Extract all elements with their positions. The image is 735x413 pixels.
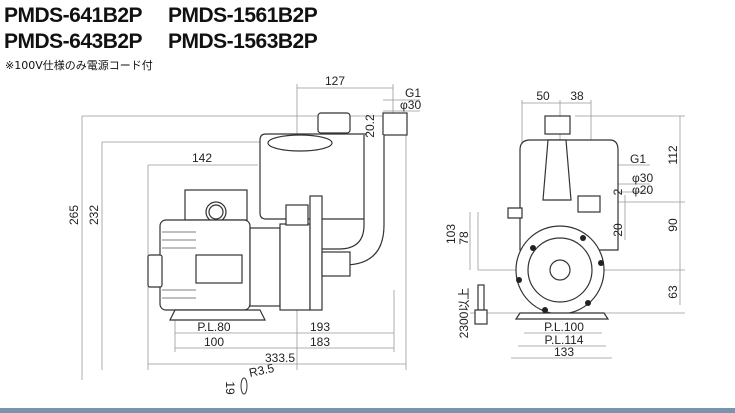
front-view-pump — [474, 115, 619, 325]
model-title-1: PMDS-641B2P — [4, 4, 143, 27]
dim-63: 63 — [666, 285, 680, 299]
dim-103: 103 — [444, 224, 458, 244]
dim-pl100: P.L.100 — [544, 320, 584, 334]
dim-193: 193 — [310, 320, 330, 334]
mounting-slot — [240, 377, 248, 395]
dim-100-side: 100 — [204, 335, 224, 349]
dim-pl80: P.L.80 — [197, 320, 230, 334]
dim-20-front: 20 — [611, 223, 625, 237]
dim-90: 90 — [666, 218, 680, 232]
bolt-heads — [516, 235, 604, 313]
dim-phi30-side: φ30 — [400, 98, 421, 112]
dim-183: 183 — [310, 335, 330, 349]
dim-cord-length: 2300以上 — [457, 288, 471, 339]
dim-phi30-front: φ30 — [632, 171, 653, 185]
dim-127: 127 — [325, 74, 345, 88]
dim-232: 232 — [87, 205, 101, 225]
dim-112: 112 — [666, 145, 680, 164]
dim-38: 38 — [570, 89, 584, 103]
model-title-4: PMDS-1563B2P — [168, 30, 318, 53]
dim-19: 19 — [223, 381, 237, 395]
dim-133: 133 — [554, 345, 574, 359]
dim-78: 78 — [457, 231, 471, 245]
model-title-2: PMDS-1561B2P — [168, 4, 318, 27]
dim-phi20: φ20 — [632, 183, 653, 197]
dim-333-5: 333.5 — [265, 351, 295, 365]
motor-fins — [162, 231, 196, 299]
dim-2: 2 — [611, 188, 625, 195]
bottom-divider — [0, 408, 735, 413]
dim-pl114: P.L.114 — [545, 333, 584, 347]
dim-r3-5: R3.5 — [248, 361, 276, 380]
dim-142: 142 — [192, 151, 212, 165]
dim-20-2: 20.2 — [363, 114, 377, 138]
dim-g1-side: G1 — [405, 86, 421, 100]
power-cord-note: ※100V仕様のみ電源コード付 — [5, 59, 153, 72]
side-view-pump — [147, 112, 408, 321]
model-title-3: PMDS-643B2P — [4, 30, 143, 53]
dim-50: 50 — [536, 89, 550, 103]
dim-265: 265 — [67, 205, 81, 225]
dim-g1-front: G1 — [630, 152, 646, 166]
